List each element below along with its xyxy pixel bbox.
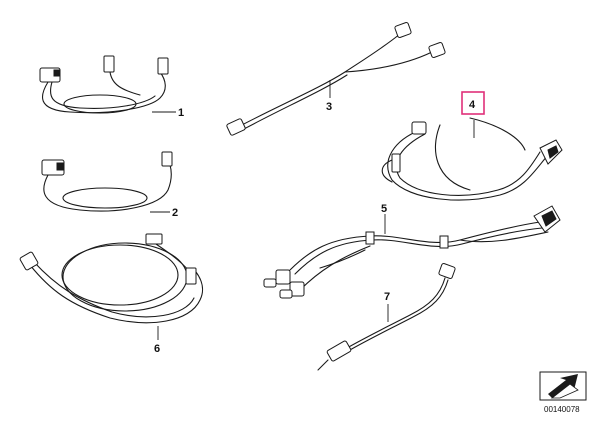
part-1-harness: 1 [39, 55, 184, 119]
connector-icon [275, 269, 291, 285]
part-7-label: 7 [384, 291, 390, 303]
part-1-label: 1 [178, 107, 184, 119]
clip-icon [365, 231, 375, 245]
part-4-harness: 4 [381, 91, 563, 201]
part-3-cable: 3 [226, 22, 446, 136]
antenna-plug-icon [326, 340, 352, 362]
part-4-label: 4 [469, 99, 476, 111]
connector-icon [19, 251, 39, 271]
clip-icon [439, 235, 449, 249]
connector-icon [391, 153, 401, 173]
document-number: 00140078 [544, 405, 580, 414]
connector-icon [289, 281, 305, 297]
part-3-label: 3 [326, 101, 332, 113]
connector-icon [438, 263, 456, 279]
part-6-label: 6 [154, 343, 160, 355]
part-2-label: 2 [172, 207, 178, 219]
connector-icon [161, 151, 173, 167]
part-4-highlight [461, 91, 485, 115]
part-5-label: 5 [381, 203, 387, 215]
connector-icon [226, 118, 246, 136]
connector-icon [185, 267, 197, 285]
connector-icon [157, 57, 169, 75]
part-7-cable: 7 [317, 263, 456, 371]
part-6-harness: 6 [19, 233, 204, 355]
connector-icon [103, 55, 115, 73]
arrow-ribbon-icon [539, 371, 587, 401]
connector-icon [411, 121, 427, 135]
connector-icon [145, 233, 163, 245]
connector-icon [428, 42, 446, 58]
connector-icon [394, 22, 412, 38]
part-5-harness: 5 [263, 203, 561, 299]
part-2-harness: 2 [41, 151, 178, 219]
